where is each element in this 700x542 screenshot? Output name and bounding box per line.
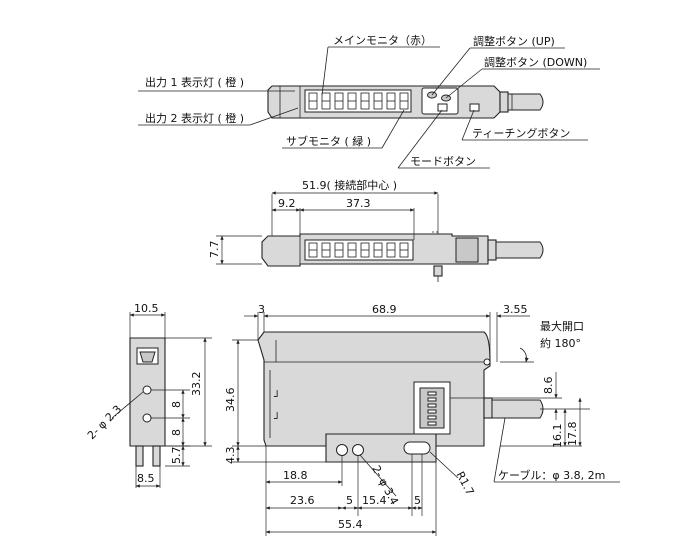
mount-hole-lower — [142, 413, 152, 423]
dim-18-8: 18.8 — [283, 469, 308, 482]
output1-led-label: 出力 1 表示灯 ( 橙 ) — [145, 75, 244, 89]
dim-8-6: 8.6 — [542, 377, 555, 395]
connector-pin — [427, 409, 437, 414]
dim-8-b: 8 — [170, 429, 183, 436]
base-hole-2 — [352, 444, 364, 456]
sub-monitor-label: サブモニタ ( 緑 ) — [286, 134, 371, 148]
dim-16-1: 16.1 — [551, 424, 564, 449]
dim-3: 3 — [258, 303, 265, 316]
top-elevation-dims — [216, 191, 439, 265]
dim-55-4: 55.4 — [338, 518, 363, 531]
radius-label: R1.7 — [453, 469, 476, 497]
main-monitor-digits — [304, 89, 412, 113]
dim-33-2: 33.2 — [190, 372, 203, 397]
front-view-dims — [232, 312, 620, 536]
base-hole-1 — [336, 444, 348, 456]
cable-boot — [499, 91, 509, 113]
output2-led-label: 出力 2 表示灯 ( 橙 ) — [145, 111, 244, 125]
dim-10-5: 10.5 — [134, 302, 159, 315]
mode-button-label: モードボタン — [410, 155, 476, 168]
led-mark-2: ┘ — [274, 412, 280, 425]
mode-button[interactable] — [437, 103, 448, 112]
dim-5-a: 5 — [346, 494, 353, 507]
side-view-dims — [111, 312, 212, 488]
dim-5-b: 5 — [414, 494, 421, 507]
dim-4-3: 4.3 — [224, 447, 237, 465]
front-cable — [491, 399, 544, 419]
connector-pin — [427, 397, 437, 402]
dim-23-6: 23.6 — [290, 494, 315, 507]
dim-8-a: 8 — [170, 401, 183, 408]
mount-hole-upper — [142, 385, 152, 395]
max-opening-label: 最大開口 — [540, 319, 584, 333]
dim-9-2: 9.2 — [278, 197, 296, 210]
connector-pin — [427, 415, 437, 420]
dim-15-4: 15.4 — [362, 494, 387, 507]
main-monitor-label: メインモニタ（赤） — [333, 34, 432, 47]
dim-51-9: 51.9( 接続部中心 ) — [302, 178, 397, 192]
led-mark-1: ┘ — [274, 390, 280, 403]
dim-34-6: 34.6 — [224, 388, 237, 413]
angle-label: 約 180° — [540, 336, 581, 350]
dim-68-9: 68.9 — [372, 303, 397, 316]
cable — [507, 93, 544, 111]
cable-label: ケーブル：φ 3.8, 2m — [498, 468, 605, 482]
dim-37-3: 37.3 — [346, 197, 371, 210]
connector-pin — [427, 421, 437, 426]
teaching-button-label: ティーチングボタン — [472, 126, 570, 140]
top-elevation-view — [261, 231, 544, 282]
dim-5-7: 5.7 — [170, 447, 183, 465]
dim-8-5: 8.5 — [137, 472, 155, 485]
adjust-down-label: 調整ボタン (DOWN) — [484, 55, 587, 69]
dim-7-7: 7.7 — [208, 241, 221, 259]
dim-3-55: 3.55 — [503, 303, 528, 316]
connector-pin — [427, 403, 437, 408]
top-device-view — [267, 85, 544, 119]
side-view — [129, 337, 166, 467]
adjust-up-label: 調整ボタン (UP) — [473, 34, 555, 48]
base-slot — [403, 441, 431, 455]
connector-pin — [427, 391, 437, 396]
callout-leaders — [138, 46, 600, 169]
dim-17-8: 17.8 — [566, 422, 579, 447]
teaching-button[interactable] — [469, 103, 480, 112]
front-view: ┘ ┘ — [257, 331, 544, 463]
hinge-pin — [483, 358, 491, 366]
side-hole-label: 2- φ 2.3 — [85, 403, 124, 442]
